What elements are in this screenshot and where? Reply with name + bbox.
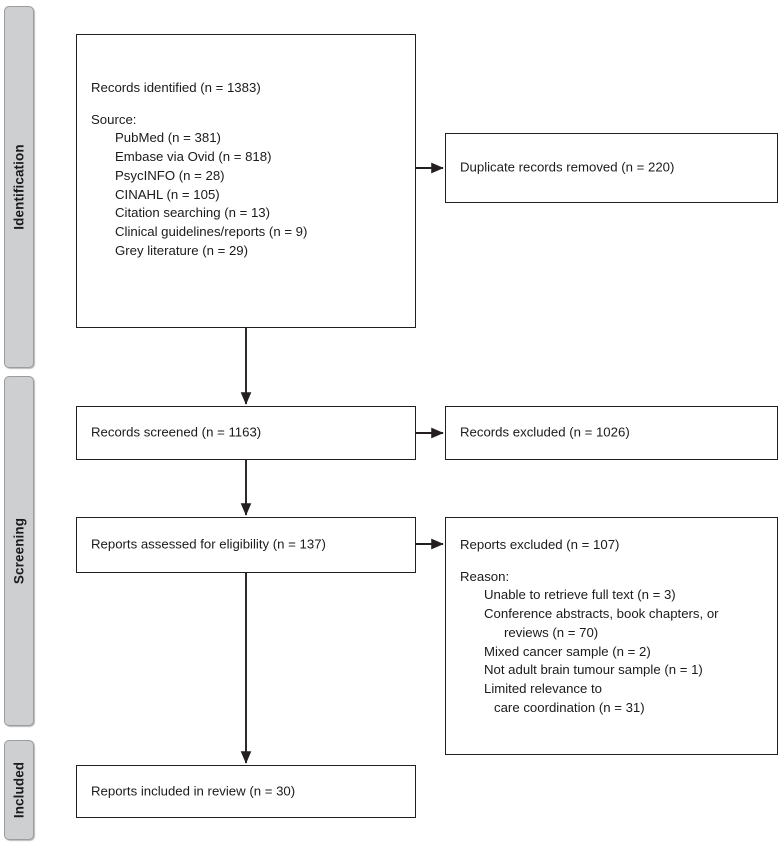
box-reports-excluded: Reports excluded (n = 107) Reason: Unabl… [445,517,778,755]
source-item-citation-searching: Citation searching (n = 13) [115,205,271,221]
reports-excluded-reason-label: Reason: [460,568,510,584]
source-item-pubmed: PubMed (n = 381) [115,130,221,146]
stage-label-identification: Identification [11,144,27,230]
box-reports-assessed-for-eligibility: Reports assessed for eligibility (n = 13… [76,517,416,573]
stage-tab-included: Included [4,740,34,840]
duplicate-records-removed-text: Duplicate records removed (n = 220) [460,159,675,175]
source-item-clinical-guidelines: Clinical guidelines/reports (n = 9) [115,224,308,240]
source-item-grey-literature: Grey literature (n = 29) [115,242,249,258]
records-screened-text: Records screened (n = 1163) [91,424,262,440]
reports-excluded-heading: Reports excluded (n = 107) [460,537,620,552]
source-item-cinahl: CINAHL (n = 105) [115,186,220,202]
reason-item-conference-abstracts: Conference abstracts, book chapters, or [484,606,719,622]
spacer [91,98,405,111]
box-reports-included-in-review: Reports included in review (n = 30) [76,765,416,818]
box-duplicate-records-removed: Duplicate records removed (n = 220) [445,133,778,203]
reason-item-unable-to-retrieve: Unable to retrieve full text (n = 3) [484,587,676,603]
reports-assessed-text: Reports assessed for eligibility (n = 13… [91,536,326,552]
source-item-embase: Embase via Ovid (n = 818) [115,149,272,165]
stage-tab-identification: Identification [4,6,34,368]
stage-label-screening: Screening [11,517,27,585]
stage-label-included: Included [11,761,27,819]
reason-item-limited-relevance-cont: care coordination (n = 31) [494,699,645,715]
stage-tab-screening: Screening [4,376,34,726]
source-item-psycinfo: PsycINFO (n = 28) [115,167,225,183]
box-records-screened: Records screened (n = 1163) [76,406,416,460]
records-excluded-text: Records excluded (n = 1026) [460,424,630,440]
records-identified-heading: Records identified (n = 1383) [91,80,261,95]
spacer [460,555,767,568]
box-records-excluded: Records excluded (n = 1026) [445,406,778,460]
reason-item-conference-abstracts-cont: reviews (n = 70) [504,624,599,640]
reason-item-limited-relevance: Limited relevance to [484,681,603,697]
reports-included-text: Reports included in review (n = 30) [91,783,296,799]
reason-item-mixed-cancer-sample: Mixed cancer sample (n = 2) [484,643,651,659]
records-identified-source-label: Source: [91,111,137,127]
box-records-identified: Records identified (n = 1383) Source: Pu… [76,34,416,328]
reason-item-not-adult-brain-tumour: Not adult brain tumour sample (n = 1) [484,662,703,678]
